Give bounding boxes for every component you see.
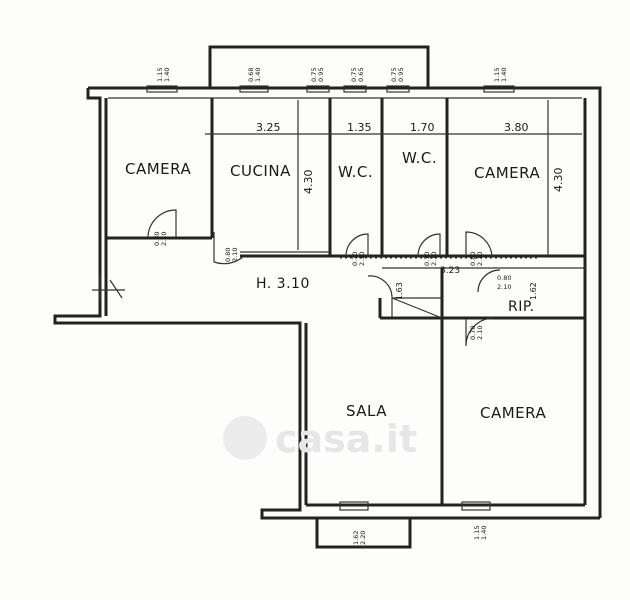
opening-door-rip-a: 0.80 bbox=[497, 274, 511, 282]
opening-door-cucina-b: 2.10 bbox=[231, 248, 239, 262]
label-sala: SALA bbox=[346, 402, 387, 420]
opening-top-6-b: 1.40 bbox=[500, 68, 508, 82]
center-diagonal bbox=[391, 297, 443, 319]
dim-hall-small: 1.63 bbox=[395, 282, 404, 300]
door-camera1 bbox=[147, 209, 177, 239]
label-camera-2: CAMERA bbox=[474, 164, 540, 182]
opening-door-rip-b: 2.10 bbox=[497, 283, 511, 291]
door-camera3 bbox=[465, 317, 495, 347]
door-cucina bbox=[213, 232, 245, 265]
label-rip: RIP. bbox=[508, 299, 535, 315]
opening-top-2-a: 0.68 bbox=[247, 68, 255, 82]
door-wc2 bbox=[417, 233, 441, 257]
opening-door-camera1-a: 0.80 bbox=[153, 232, 161, 246]
opening-labels: 1.15 1.40 0.68 1.40 0.75 0.95 0.75 0.65 … bbox=[153, 68, 511, 545]
dim-camera2-height: 4.30 bbox=[552, 168, 565, 193]
watermark-logo bbox=[223, 416, 267, 460]
opening-bottom-sala-b: 2.20 bbox=[359, 531, 367, 545]
opening-top-4-b: 0.65 bbox=[357, 68, 365, 82]
outer-wall-left-bottom bbox=[53, 88, 600, 520]
opening-door-rip2-a: 0.70 bbox=[469, 326, 477, 340]
dim-rip-height: 1.62 bbox=[529, 282, 538, 300]
dim-wc2-width: 1.70 bbox=[410, 121, 435, 134]
opening-door-camera2-b: 2.10 bbox=[476, 252, 484, 266]
opening-door-rip2-b: 2.10 bbox=[476, 326, 484, 340]
opening-door-wc1-b: 2.10 bbox=[358, 252, 366, 266]
opening-top-5-b: 0.95 bbox=[397, 68, 405, 82]
opening-top-6-a: 1.15 bbox=[493, 68, 501, 82]
opening-top-5-a: 0.75 bbox=[390, 68, 398, 82]
opening-top-3-a: 0.75 bbox=[310, 68, 318, 82]
watermark-text: casa.it bbox=[275, 417, 417, 461]
dim-corridor: 3.23 bbox=[440, 266, 460, 276]
window-top-3 bbox=[306, 85, 330, 93]
opening-door-wc2-b: 2.10 bbox=[430, 252, 438, 266]
opening-top-3-b: 0.95 bbox=[317, 68, 325, 82]
dim-cucina-height: 4.30 bbox=[302, 170, 315, 195]
opening-top-4-a: 0.75 bbox=[350, 68, 358, 82]
window-top-5 bbox=[386, 85, 410, 93]
window-bottom-sala bbox=[339, 501, 369, 511]
window-top-6 bbox=[483, 85, 515, 93]
door-camera2 bbox=[465, 231, 493, 257]
entrance-mark bbox=[92, 275, 125, 300]
opening-door-camera2-a: 0.80 bbox=[469, 252, 477, 266]
opening-bottom-camera-a: 1.15 bbox=[473, 526, 481, 540]
dim-camera2-width: 3.80 bbox=[504, 121, 529, 134]
opening-top-2-b: 1.40 bbox=[254, 68, 262, 82]
door-center bbox=[367, 275, 393, 299]
window-bottom-camera bbox=[461, 501, 491, 511]
window-top-1 bbox=[146, 85, 178, 93]
label-wc-1: W.C. bbox=[338, 163, 373, 181]
opening-top-1-a: 1.15 bbox=[156, 68, 164, 82]
bottom-balcony bbox=[315, 518, 412, 549]
label-wc-2: W.C. bbox=[402, 149, 437, 167]
label-camera-1: CAMERA bbox=[125, 160, 191, 178]
opening-door-wc2-a: 0.70 bbox=[423, 252, 431, 266]
opening-door-wc1-a: 0.70 bbox=[351, 252, 359, 266]
door-rip bbox=[477, 269, 501, 293]
label-cucina: CUCINA bbox=[230, 162, 291, 180]
dim-hall-height: H. 3.10 bbox=[256, 276, 310, 292]
window-top-4 bbox=[343, 85, 367, 93]
top-balcony bbox=[208, 45, 430, 88]
opening-door-camera1-b: 2.10 bbox=[160, 232, 168, 246]
opening-bottom-camera-b: 1.40 bbox=[480, 526, 488, 540]
outer-wall-top-right bbox=[88, 86, 602, 518]
opening-bottom-sala-a: 1.62 bbox=[352, 531, 360, 545]
dim-wc1-width: 1.35 bbox=[347, 121, 372, 134]
dim-cucina-width: 3.25 bbox=[256, 121, 281, 134]
window-top-2 bbox=[239, 85, 269, 93]
opening-door-cucina-a: 0.80 bbox=[224, 248, 232, 262]
opening-top-1-b: 1.40 bbox=[163, 68, 171, 82]
label-camera-3: CAMERA bbox=[480, 404, 546, 422]
door-wc1 bbox=[345, 233, 369, 257]
